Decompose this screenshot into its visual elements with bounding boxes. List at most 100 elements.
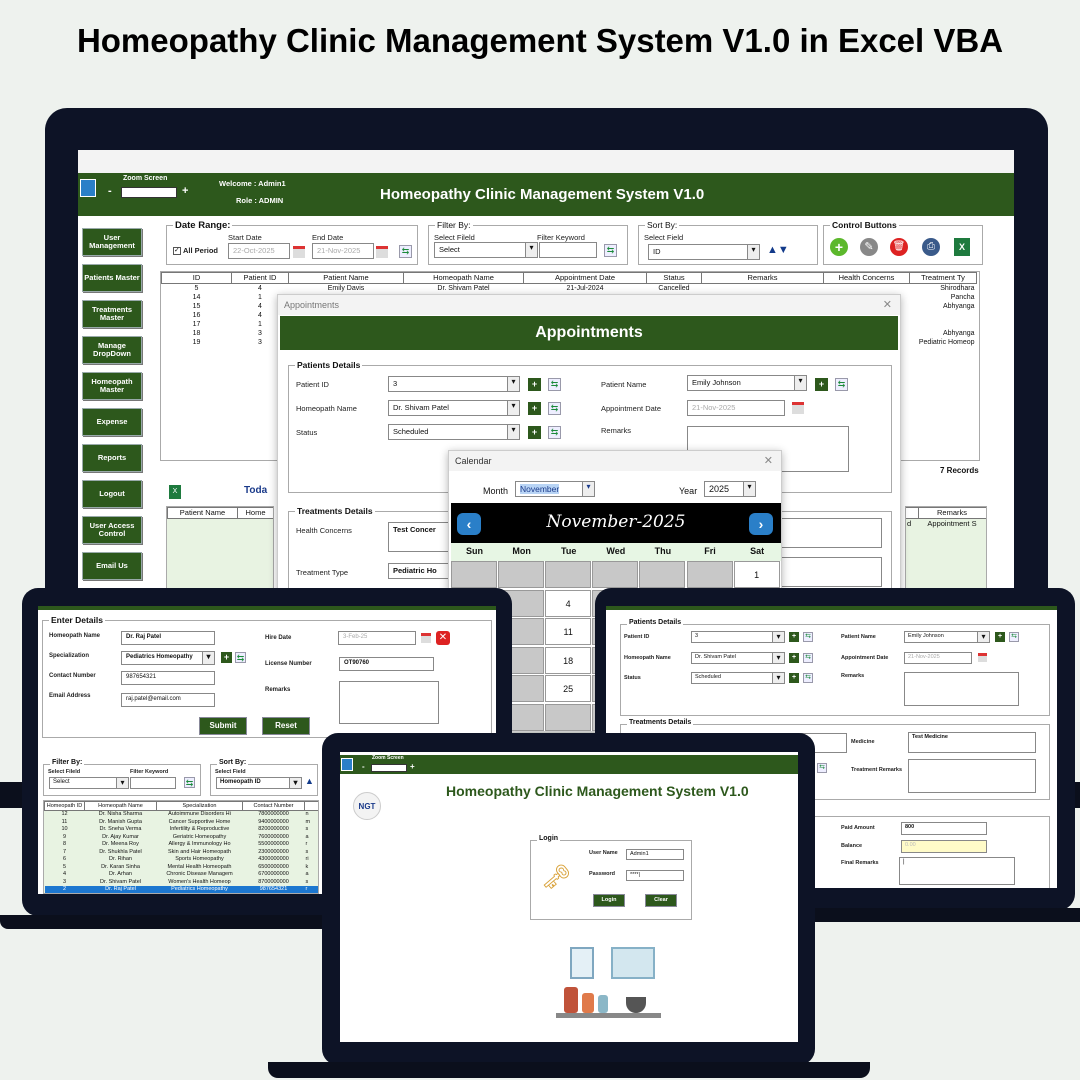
- filter-field-select[interactable]: Select: [434, 242, 538, 258]
- sidebar-item-manage-dropdown[interactable]: Manage DropDown: [82, 336, 142, 364]
- refresh-icon[interactable]: ⇆: [235, 652, 246, 663]
- calendar-day[interactable]: [639, 561, 686, 588]
- month-select[interactable]: November: [515, 481, 595, 497]
- sort-field-select[interactable]: ID: [648, 244, 760, 260]
- add-icon[interactable]: +: [815, 378, 828, 391]
- final-remarks-input[interactable]: |: [899, 857, 1015, 885]
- treatment-remarks-input[interactable]: [908, 759, 1036, 793]
- calendar-icon[interactable]: [376, 246, 388, 258]
- sidebar-item-homeopath-master[interactable]: Homeopath Master: [82, 372, 142, 400]
- sidebar-item-treatments-master[interactable]: Treatments Master: [82, 300, 142, 328]
- refresh-icon[interactable]: ⇆: [548, 378, 561, 391]
- refresh-icon[interactable]: ⇆: [399, 245, 412, 258]
- calendar-day[interactable]: 11: [545, 618, 592, 645]
- add-icon[interactable]: +: [528, 378, 541, 391]
- remarks-input[interactable]: [339, 681, 439, 724]
- refresh-icon[interactable]: ⇆: [548, 426, 561, 439]
- column-header[interactable]: [304, 801, 318, 811]
- sidebar-item-email-us[interactable]: Email Us: [82, 552, 142, 580]
- appointment-date-input[interactable]: 21-Nov-2025: [904, 652, 972, 664]
- print-icon[interactable]: ⎙: [922, 238, 940, 256]
- calendar-day[interactable]: [451, 561, 497, 588]
- remarks-input[interactable]: [904, 672, 1019, 706]
- submit-button[interactable]: Submit: [199, 717, 247, 735]
- paid-amount-input[interactable]: 800: [901, 822, 987, 835]
- refresh-icon[interactable]: ⇆: [548, 402, 561, 415]
- sort-asc-icon[interactable]: ▲: [305, 776, 314, 786]
- clear-button[interactable]: Clear: [645, 894, 677, 907]
- calendar-day[interactable]: 4: [545, 589, 592, 617]
- add-icon[interactable]: +: [830, 238, 848, 256]
- calendar-icon[interactable]: [293, 246, 305, 258]
- filter-keyword-input[interactable]: [539, 242, 597, 258]
- add-icon[interactable]: +: [789, 653, 799, 663]
- patient-name-select[interactable]: Emily Johnson: [687, 375, 807, 391]
- add-icon[interactable]: +: [528, 402, 541, 415]
- close-icon[interactable]: ✕: [763, 455, 773, 467]
- column-header[interactable]: Appointment Date: [523, 272, 647, 284]
- column-header[interactable]: Patient Name: [288, 272, 404, 284]
- column-header[interactable]: Homeopath Name: [403, 272, 524, 284]
- end-date-input[interactable]: 21-Nov-2025: [312, 243, 374, 259]
- column-header[interactable]: Homeopath ID: [44, 801, 85, 811]
- calendar-day[interactable]: 25: [545, 675, 592, 702]
- filter-field-select[interactable]: Select: [49, 777, 129, 789]
- refresh-icon[interactable]: ⇆: [803, 653, 813, 663]
- calendar-day[interactable]: 18: [545, 646, 592, 674]
- contact-input[interactable]: 987654321: [121, 671, 215, 685]
- license-input[interactable]: OT90760: [339, 657, 434, 671]
- close-icon[interactable]: ✕: [882, 299, 892, 311]
- calendar-day[interactable]: [498, 561, 545, 588]
- app-icon[interactable]: [80, 179, 96, 197]
- calendar-day[interactable]: 1: [733, 561, 780, 588]
- status-select[interactable]: Scheduled: [388, 424, 520, 440]
- appointment-date-input[interactable]: 21-Nov-2025: [687, 400, 785, 416]
- homeopath-name-input[interactable]: Dr. Raj Patel: [121, 631, 215, 645]
- add-icon[interactable]: +: [221, 652, 232, 663]
- sidebar-item-reports[interactable]: Reports: [82, 444, 142, 472]
- sort-field-select[interactable]: Homeopath ID: [216, 777, 302, 789]
- refresh-icon[interactable]: ⇆: [835, 378, 848, 391]
- email-input[interactable]: raj.patel@email.com: [121, 693, 215, 707]
- sidebar-item-user-access-control[interactable]: User Access Control: [82, 516, 142, 544]
- next-month-icon[interactable]: ›: [749, 513, 773, 535]
- app-icon[interactable]: [341, 758, 353, 771]
- column-header[interactable]: Patient ID: [231, 272, 289, 284]
- column-header[interactable]: Homeopath Name: [84, 801, 157, 811]
- patient-id-select[interactable]: 3: [388, 376, 520, 392]
- status-select[interactable]: Scheduled: [691, 672, 785, 684]
- calendar-day[interactable]: [545, 561, 592, 588]
- add-icon[interactable]: +: [789, 673, 799, 683]
- add-icon[interactable]: +: [528, 426, 541, 439]
- hire-date-input[interactable]: 3-Feb-25: [338, 631, 416, 645]
- calendar-icon[interactable]: [792, 402, 804, 414]
- refresh-icon[interactable]: ⇆: [817, 763, 827, 773]
- medicine-input[interactable]: Test Medicine: [908, 732, 1036, 753]
- refresh-icon[interactable]: ⇆: [1009, 632, 1019, 642]
- patient-id-select[interactable]: 3: [691, 631, 785, 643]
- zoom-scrollbar[interactable]: [371, 764, 407, 772]
- password-input[interactable]: ****|: [626, 870, 684, 881]
- clear-date-icon[interactable]: ✕: [436, 631, 450, 645]
- sidebar-item-user-management[interactable]: User Management: [82, 228, 142, 256]
- username-input[interactable]: Admin1: [626, 849, 684, 860]
- calendar-day[interactable]: [545, 703, 592, 731]
- refresh-icon[interactable]: ⇆: [604, 244, 617, 257]
- homeopath-select[interactable]: Dr. Shivam Patel: [388, 400, 520, 416]
- calendar-day[interactable]: [592, 561, 639, 588]
